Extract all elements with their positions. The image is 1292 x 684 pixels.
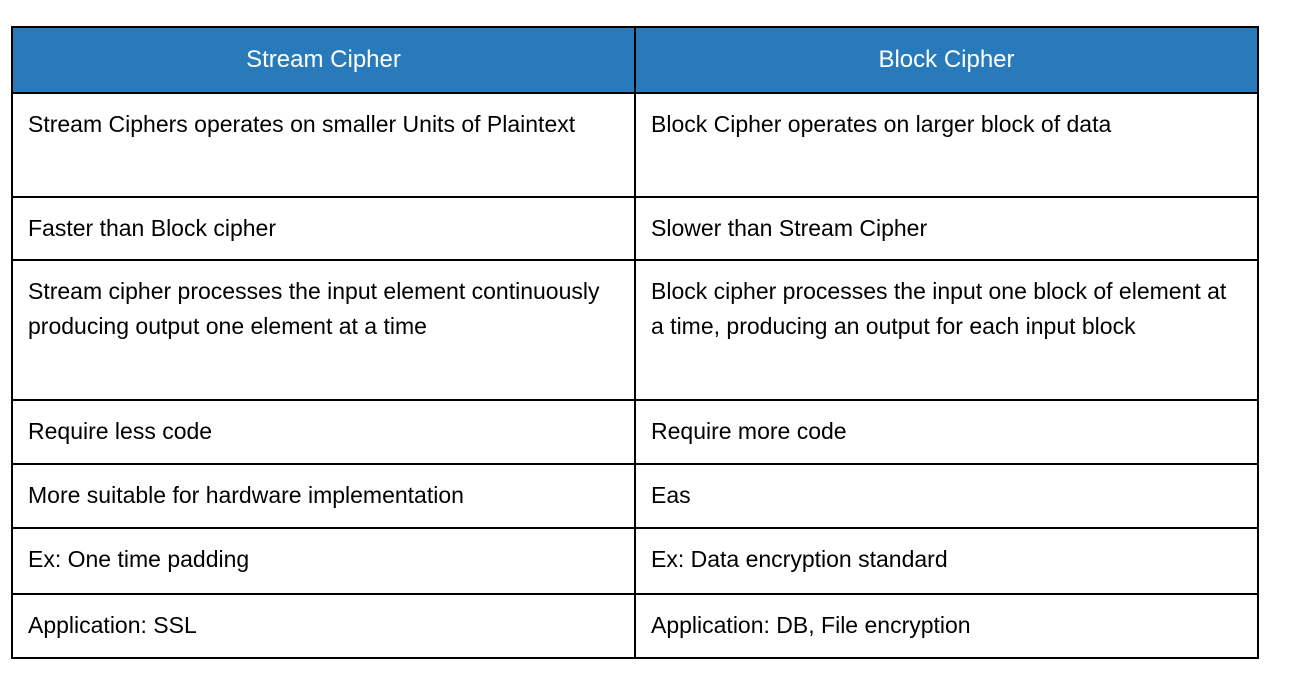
table-cell: Block Cipher operates on larger block of… [634, 92, 1259, 198]
table-body: Stream Ciphers operates on smaller Units… [11, 92, 1259, 659]
table-cell: More suitable for hardware implementatio… [11, 463, 636, 529]
table-cell: Eas [634, 463, 1259, 529]
table-cell: Ex: Data encryption standard [634, 527, 1259, 595]
table-cell: Faster than Block cipher [11, 196, 636, 261]
table-cell: Stream Ciphers operates on smaller Units… [11, 92, 636, 198]
table-cell: Application: DB, File encryption [634, 593, 1259, 659]
table-row: More suitable for hardware implementatio… [11, 463, 1259, 529]
table-cell: Slower than Stream Cipher [634, 196, 1259, 261]
table-row: Stream cipher processes the input elemen… [11, 259, 1259, 401]
table-row: Stream Ciphers operates on smaller Units… [11, 92, 1259, 198]
table-cell: Ex: One time padding [11, 527, 636, 595]
table-cell: Stream cipher processes the input elemen… [11, 259, 636, 401]
table-cell: Require less code [11, 399, 636, 465]
table-cell: Block cipher processes the input one blo… [634, 259, 1259, 401]
comparison-table: Stream Cipher Block Cipher Stream Cipher… [11, 26, 1259, 659]
table-cell: Application: SSL [11, 593, 636, 659]
table-header-row: Stream Cipher Block Cipher [11, 26, 1259, 94]
column-header-block-cipher: Block Cipher [634, 26, 1259, 94]
table-cell: Require more code [634, 399, 1259, 465]
column-header-stream-cipher: Stream Cipher [11, 26, 636, 94]
